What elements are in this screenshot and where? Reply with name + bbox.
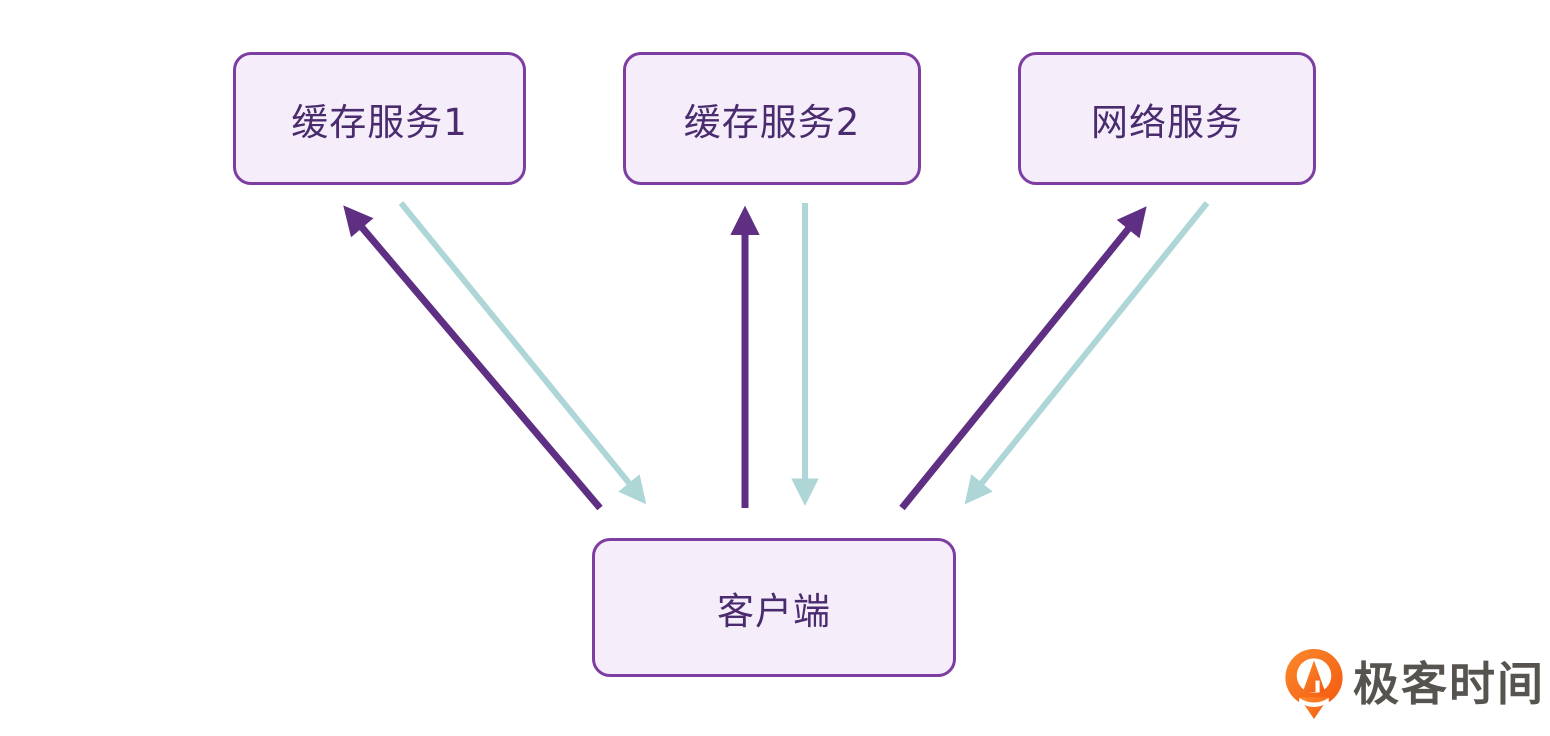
node-cache-service-1-label: 缓存服务1 bbox=[291, 100, 468, 144]
edge-client-to-network-up bbox=[899, 206, 1147, 511]
edge-client-to-cache1-up bbox=[343, 205, 603, 511]
geektime-logo: 极客时间 bbox=[1284, 648, 1545, 721]
node-network-service: 网络服务 bbox=[1018, 52, 1316, 185]
node-cache-service-1: 缓存服务1 bbox=[233, 52, 526, 185]
node-cache-service-2: 缓存服务2 bbox=[623, 52, 921, 185]
node-cache-service-2-label: 缓存服务2 bbox=[683, 100, 861, 144]
node-client: 客户端 bbox=[592, 538, 956, 677]
geektime-pin-icon bbox=[1285, 648, 1343, 720]
edge-cache1-to-client-down bbox=[398, 201, 647, 505]
edge-network-to-client-down bbox=[964, 201, 1210, 505]
node-client-label: 客户端 bbox=[717, 589, 831, 633]
geektime-logo-text: 极客时间 bbox=[1353, 657, 1545, 711]
node-network-service-label: 网络服务 bbox=[1091, 100, 1243, 144]
